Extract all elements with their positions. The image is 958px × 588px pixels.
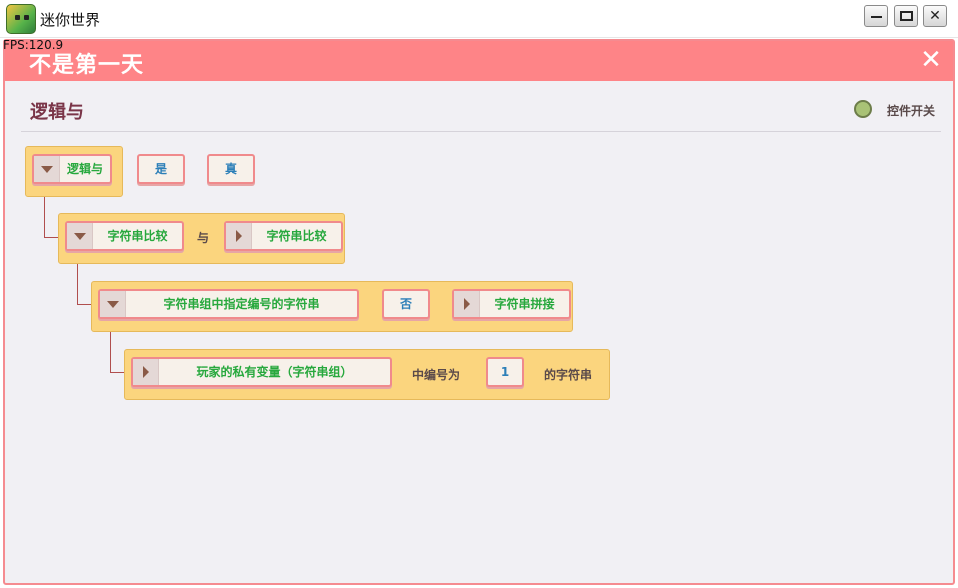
- block-label: 玩家的私有变量（字符串组）: [196, 365, 353, 379]
- connector-text: 的字符串: [544, 368, 593, 382]
- value-slot-no[interactable]: 否: [382, 289, 430, 319]
- string-concat-block[interactable]: 字符串拼接: [452, 289, 571, 319]
- section-title: 逻辑与: [30, 102, 84, 123]
- string-compare-block[interactable]: 字符串比较: [65, 221, 184, 251]
- divider: [21, 131, 941, 132]
- control-toggle[interactable]: [854, 100, 872, 118]
- tree-connector: [110, 372, 131, 373]
- chevron-down-icon: [41, 166, 53, 173]
- block-label: 字符串组中指定编号的字符串: [163, 297, 320, 311]
- value-slot-yes[interactable]: 是: [137, 154, 185, 184]
- window-titlebar: 迷你世界 ✕: [0, 0, 958, 38]
- dialog-title: 不是第一天: [29, 53, 145, 78]
- block-label: 字符串比较: [107, 229, 168, 243]
- expand-toggle[interactable]: [100, 291, 126, 317]
- logic-and-block[interactable]: 逻辑与: [32, 154, 112, 184]
- expand-toggle[interactable]: [67, 223, 93, 249]
- tree-connector: [44, 237, 65, 238]
- connector-text: 中编号为: [412, 368, 461, 382]
- maximize-button[interactable]: [894, 5, 918, 27]
- tree-connector: [77, 304, 98, 305]
- expand-toggle[interactable]: [454, 291, 480, 317]
- toggle-label: 控件开关: [887, 104, 936, 118]
- expand-toggle[interactable]: [34, 156, 60, 182]
- block-label: 字符串比较: [266, 229, 327, 243]
- chevron-right-icon: [464, 298, 470, 310]
- app-icon-eye: [24, 15, 29, 20]
- tree-connector: [44, 197, 45, 238]
- logic-editor-dialog: 不是第一天 ✕ 逻辑与 控件开关 逻辑与 是 真 字符串比较 与 字符串比较 字…: [3, 39, 955, 585]
- string-array-index-block[interactable]: 字符串组中指定编号的字符串: [98, 289, 359, 319]
- chevron-down-icon: [74, 233, 86, 240]
- chevron-right-icon: [143, 366, 149, 378]
- value-slot-true[interactable]: 真: [207, 154, 255, 184]
- block-label: 字符串拼接: [494, 297, 555, 311]
- fps-counter: FPS:120.9: [3, 38, 64, 52]
- dialog-header: 不是第一天 ✕: [5, 41, 953, 81]
- string-compare-block-2[interactable]: 字符串比较: [224, 221, 343, 251]
- block-label: 逻辑与: [66, 162, 103, 176]
- player-private-var-block[interactable]: 玩家的私有变量（字符串组）: [131, 357, 392, 387]
- window-title: 迷你世界: [40, 11, 101, 29]
- expand-toggle[interactable]: [133, 359, 159, 385]
- close-x-icon[interactable]: ✕: [920, 45, 942, 75]
- chevron-down-icon: [107, 301, 119, 308]
- tree-connector: [110, 332, 111, 373]
- window-close-button[interactable]: ✕: [923, 5, 947, 27]
- minimize-button[interactable]: [864, 5, 888, 27]
- mini-world-app-icon: [6, 4, 36, 34]
- close-icon: ✕: [929, 8, 941, 24]
- chevron-right-icon: [236, 230, 242, 242]
- minimize-icon: [871, 16, 882, 18]
- index-value-slot[interactable]: 1: [486, 357, 524, 387]
- expand-toggle[interactable]: [226, 223, 252, 249]
- tree-connector: [77, 264, 78, 305]
- maximize-icon: [900, 11, 913, 21]
- app-icon-eye: [15, 15, 20, 20]
- connector-text: 与: [197, 231, 210, 245]
